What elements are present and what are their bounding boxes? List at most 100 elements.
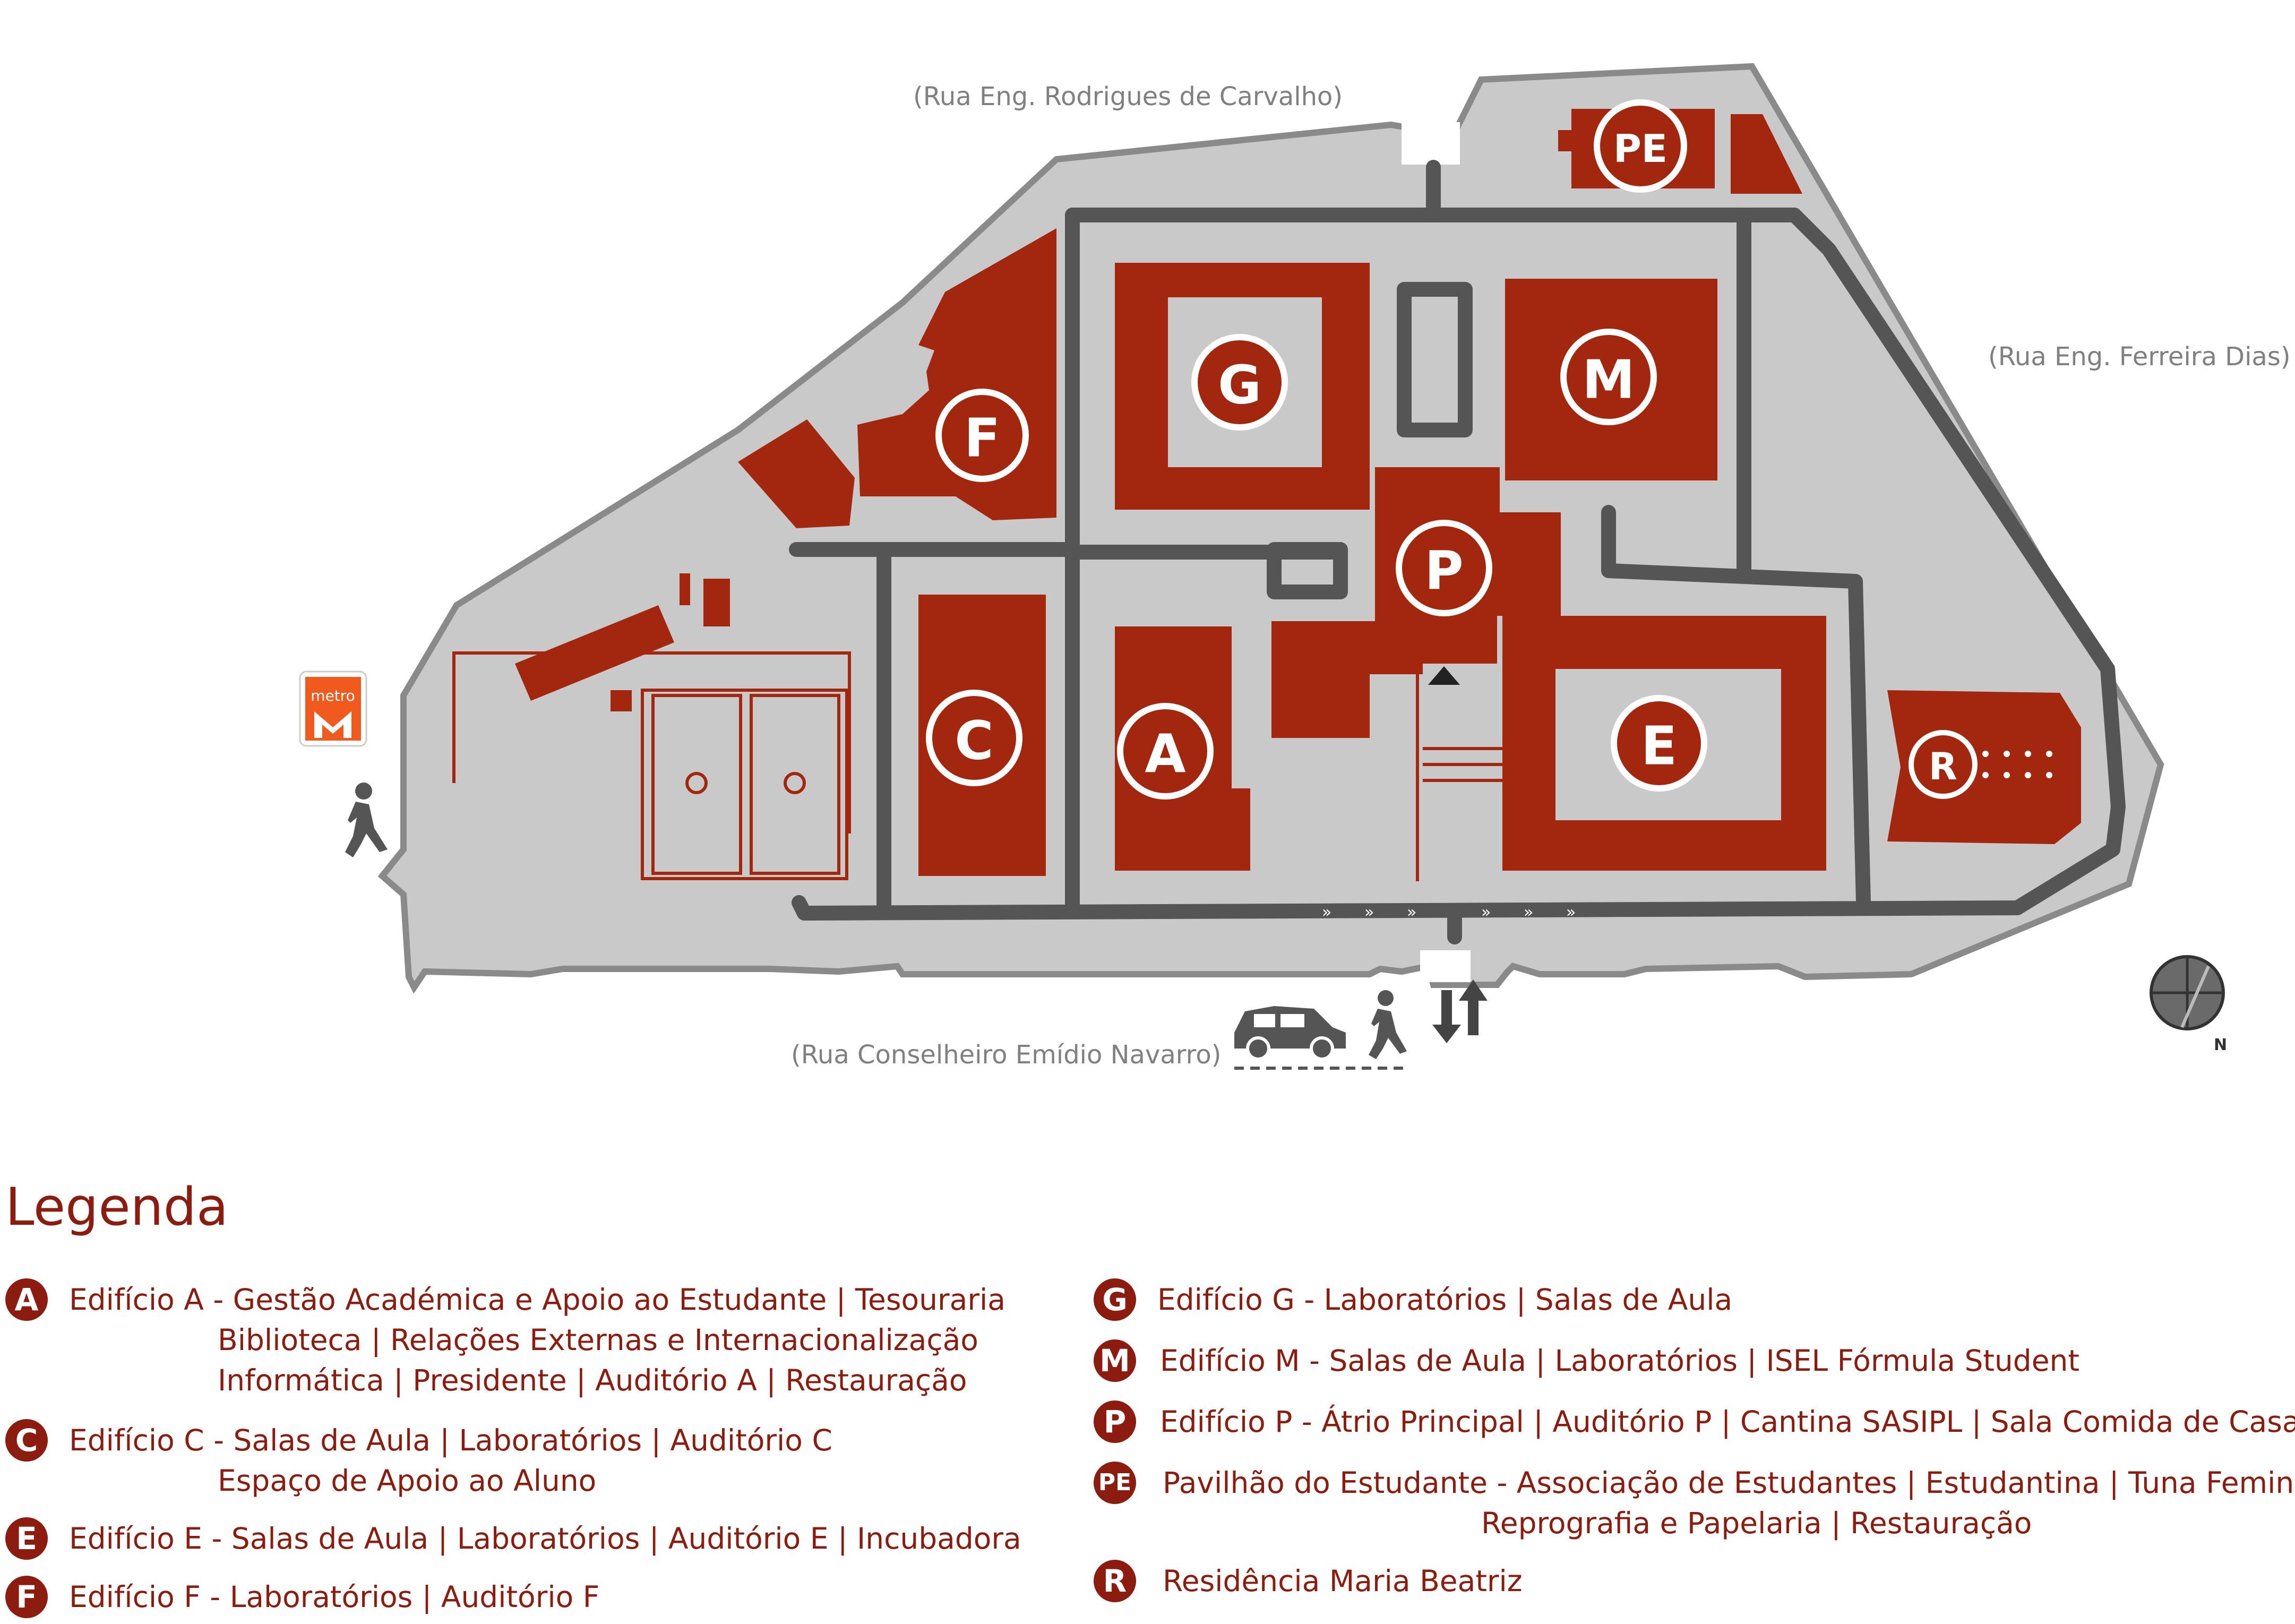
- svg-text:E: E: [1641, 715, 1677, 777]
- sports-boundary: [452, 651, 851, 834]
- legend-badge-a: A: [5, 1278, 48, 1321]
- svg-text:G: G: [1218, 354, 1261, 416]
- residence-dot-2: [2004, 751, 2010, 757]
- residence-dot-5: [1982, 772, 1989, 778]
- legend-badge-m: M: [1094, 1339, 1136, 1382]
- path-loop: [1397, 282, 1473, 437]
- compass-label: N: [2214, 1036, 2227, 1054]
- street-north: (Rua Eng. Rodrigues de Carvalho): [913, 82, 1343, 111]
- path-arrow-2: »: [1364, 903, 1374, 922]
- badge-m[interactable]: M: [1560, 329, 1657, 425]
- legend-title: Legenda: [5, 1177, 229, 1238]
- metro-icon-label: metro: [311, 687, 355, 704]
- legend-badge-f: F: [5, 1576, 48, 1618]
- legend-entry-m: M Edifício M - Salas de Aula | Laboratór…: [1094, 1339, 2079, 1382]
- crosswalk: [1416, 674, 1502, 881]
- badge-pe[interactable]: PE: [1594, 99, 1687, 193]
- legend-entry-f: F Edifício F - Laboratórios | Auditório …: [5, 1576, 600, 1618]
- car-icon: [1234, 1006, 1346, 1061]
- legend-badge-r: R: [1094, 1560, 1136, 1602]
- south-entrance-gap: [1420, 950, 1471, 982]
- sports-courts: [452, 651, 851, 880]
- svg-text:M: M: [1582, 349, 1635, 411]
- legend-entry-p: P Edifício P - Átrio Principal | Auditór…: [1094, 1400, 2295, 1443]
- path-perimeter: [792, 208, 2126, 921]
- path-arrow-6: »: [1566, 903, 1576, 922]
- legend-entry-pe: PE Pavilhão do Estudante - Associação de…: [1094, 1462, 2295, 1543]
- legend-entry-e: E Edifício E - Salas de Aula | Laboratór…: [5, 1517, 1021, 1560]
- badge-p[interactable]: P: [1396, 520, 1492, 616]
- legend-text-pe-1: Pavilhão do Estudante - Associação de Es…: [1163, 1466, 2295, 1500]
- building-pe-annex-1: [1558, 130, 1579, 151]
- svg-text:R: R: [1929, 745, 1957, 788]
- legend-text-pe-2: Reprografia e Papelaria | Restauração: [1481, 1506, 2032, 1540]
- path-east-block: [1601, 505, 1871, 910]
- badge-a[interactable]: A: [1117, 703, 1214, 800]
- building-small-3: [611, 690, 632, 711]
- building-r: [1887, 690, 2081, 844]
- residence-dot-8: [2046, 772, 2052, 778]
- campus-ground: [377, 63, 2164, 994]
- badge-g[interactable]: G: [1191, 334, 1288, 431]
- building-pe-annex-2: [1731, 114, 1802, 194]
- legend-text-a-2: Biblioteca | Relações Externas e Interna…: [218, 1323, 978, 1357]
- legend-text-c-1: Edifício C - Salas de Aula | Laboratório…: [69, 1423, 832, 1457]
- two-way-arrows-icon: [1432, 979, 1488, 1043]
- legend-text-c-2: Espaço de Apoio ao Aluno: [218, 1464, 597, 1498]
- residence-dot-6: [2004, 772, 2010, 778]
- court-right: [750, 694, 840, 875]
- pedestrian-south-icon: [1369, 990, 1407, 1059]
- residence-dot-7: [2025, 772, 2031, 778]
- svg-text:P: P: [1424, 540, 1463, 602]
- badge-f[interactable]: F: [935, 389, 1029, 482]
- path-arrow-3: »: [1407, 903, 1416, 922]
- residence-dot-3: [2025, 751, 2031, 757]
- compass-icon: N: [2150, 955, 2227, 1054]
- legend-entry-a: A Edifício A - Gestão Académica e Apoio …: [5, 1278, 1005, 1400]
- legend-text-a-1: Edifício A - Gestão Académica e Apoio ao…: [69, 1283, 1005, 1317]
- campus-outline: [377, 63, 2164, 994]
- residence-dot-4: [2046, 751, 2052, 757]
- legend-entry-g: G Edifício G - Laboratórios | Salas de A…: [1094, 1278, 1733, 1321]
- badge-r[interactable]: R: [1909, 730, 1978, 799]
- campus-paths: [789, 160, 2126, 944]
- legend-text-f-1: Edifício F - Laboratórios | Auditório F: [69, 1580, 600, 1614]
- street-east: (Rua Eng. Ferreira Dias): [1988, 342, 2291, 372]
- badge-e[interactable]: E: [1611, 695, 1707, 792]
- legend-badge-p: P: [1094, 1400, 1136, 1443]
- metro-icon[interactable]: metro: [299, 671, 367, 747]
- svg-text:F: F: [964, 407, 1000, 469]
- building-f-annex: [738, 419, 855, 528]
- svg-text:PE: PE: [1613, 126, 1667, 171]
- court-outer: [641, 689, 848, 880]
- court-left: [651, 694, 742, 875]
- you-are-here-marker: [1428, 666, 1460, 685]
- path-arrow-4: »: [1481, 903, 1491, 922]
- building-small-2: [703, 579, 730, 626]
- residence-dots: [1982, 751, 2052, 778]
- building-small-1: [680, 573, 690, 605]
- north-gap: [1402, 122, 1460, 165]
- path-arrow-5: »: [1524, 903, 1533, 922]
- building-badges: G M PE F P C A E: [926, 99, 1978, 800]
- svg-text:A: A: [1145, 723, 1185, 785]
- legend-badge-c: C: [5, 1419, 48, 1462]
- path-arrows: » » » » » »: [1322, 903, 1576, 922]
- path-small-loop: [1267, 542, 1348, 599]
- legend-text-g-1: Edifício G - Laboratórios | Salas de Aul…: [1157, 1283, 1733, 1317]
- legend-text-a-3: Informática | Presidente | Auditório A |…: [218, 1363, 967, 1397]
- badge-c[interactable]: C: [926, 690, 1022, 786]
- legend-text-p-1: Edifício P - Átrio Principal | Auditório…: [1160, 1405, 2295, 1439]
- legend-entry-c: C Edifício C - Salas de Aula | Laboratór…: [5, 1419, 832, 1501]
- building-g: [1115, 263, 1370, 510]
- svg-text:C: C: [955, 710, 993, 772]
- legend-badge-pe: PE: [1094, 1462, 1136, 1504]
- building-e: [1502, 616, 1826, 871]
- legend-text-r-1: Residência Maria Beatriz: [1163, 1564, 1523, 1598]
- metro-icon-m: [314, 711, 351, 738]
- residence-dot-1: [1982, 751, 1989, 757]
- path-arrow-1: »: [1322, 903, 1331, 922]
- legend-badge-g: G: [1094, 1278, 1136, 1321]
- court-left-center: [685, 772, 708, 794]
- street-south: (Rua Conselheiro Emídio Navarro): [791, 1040, 1221, 1070]
